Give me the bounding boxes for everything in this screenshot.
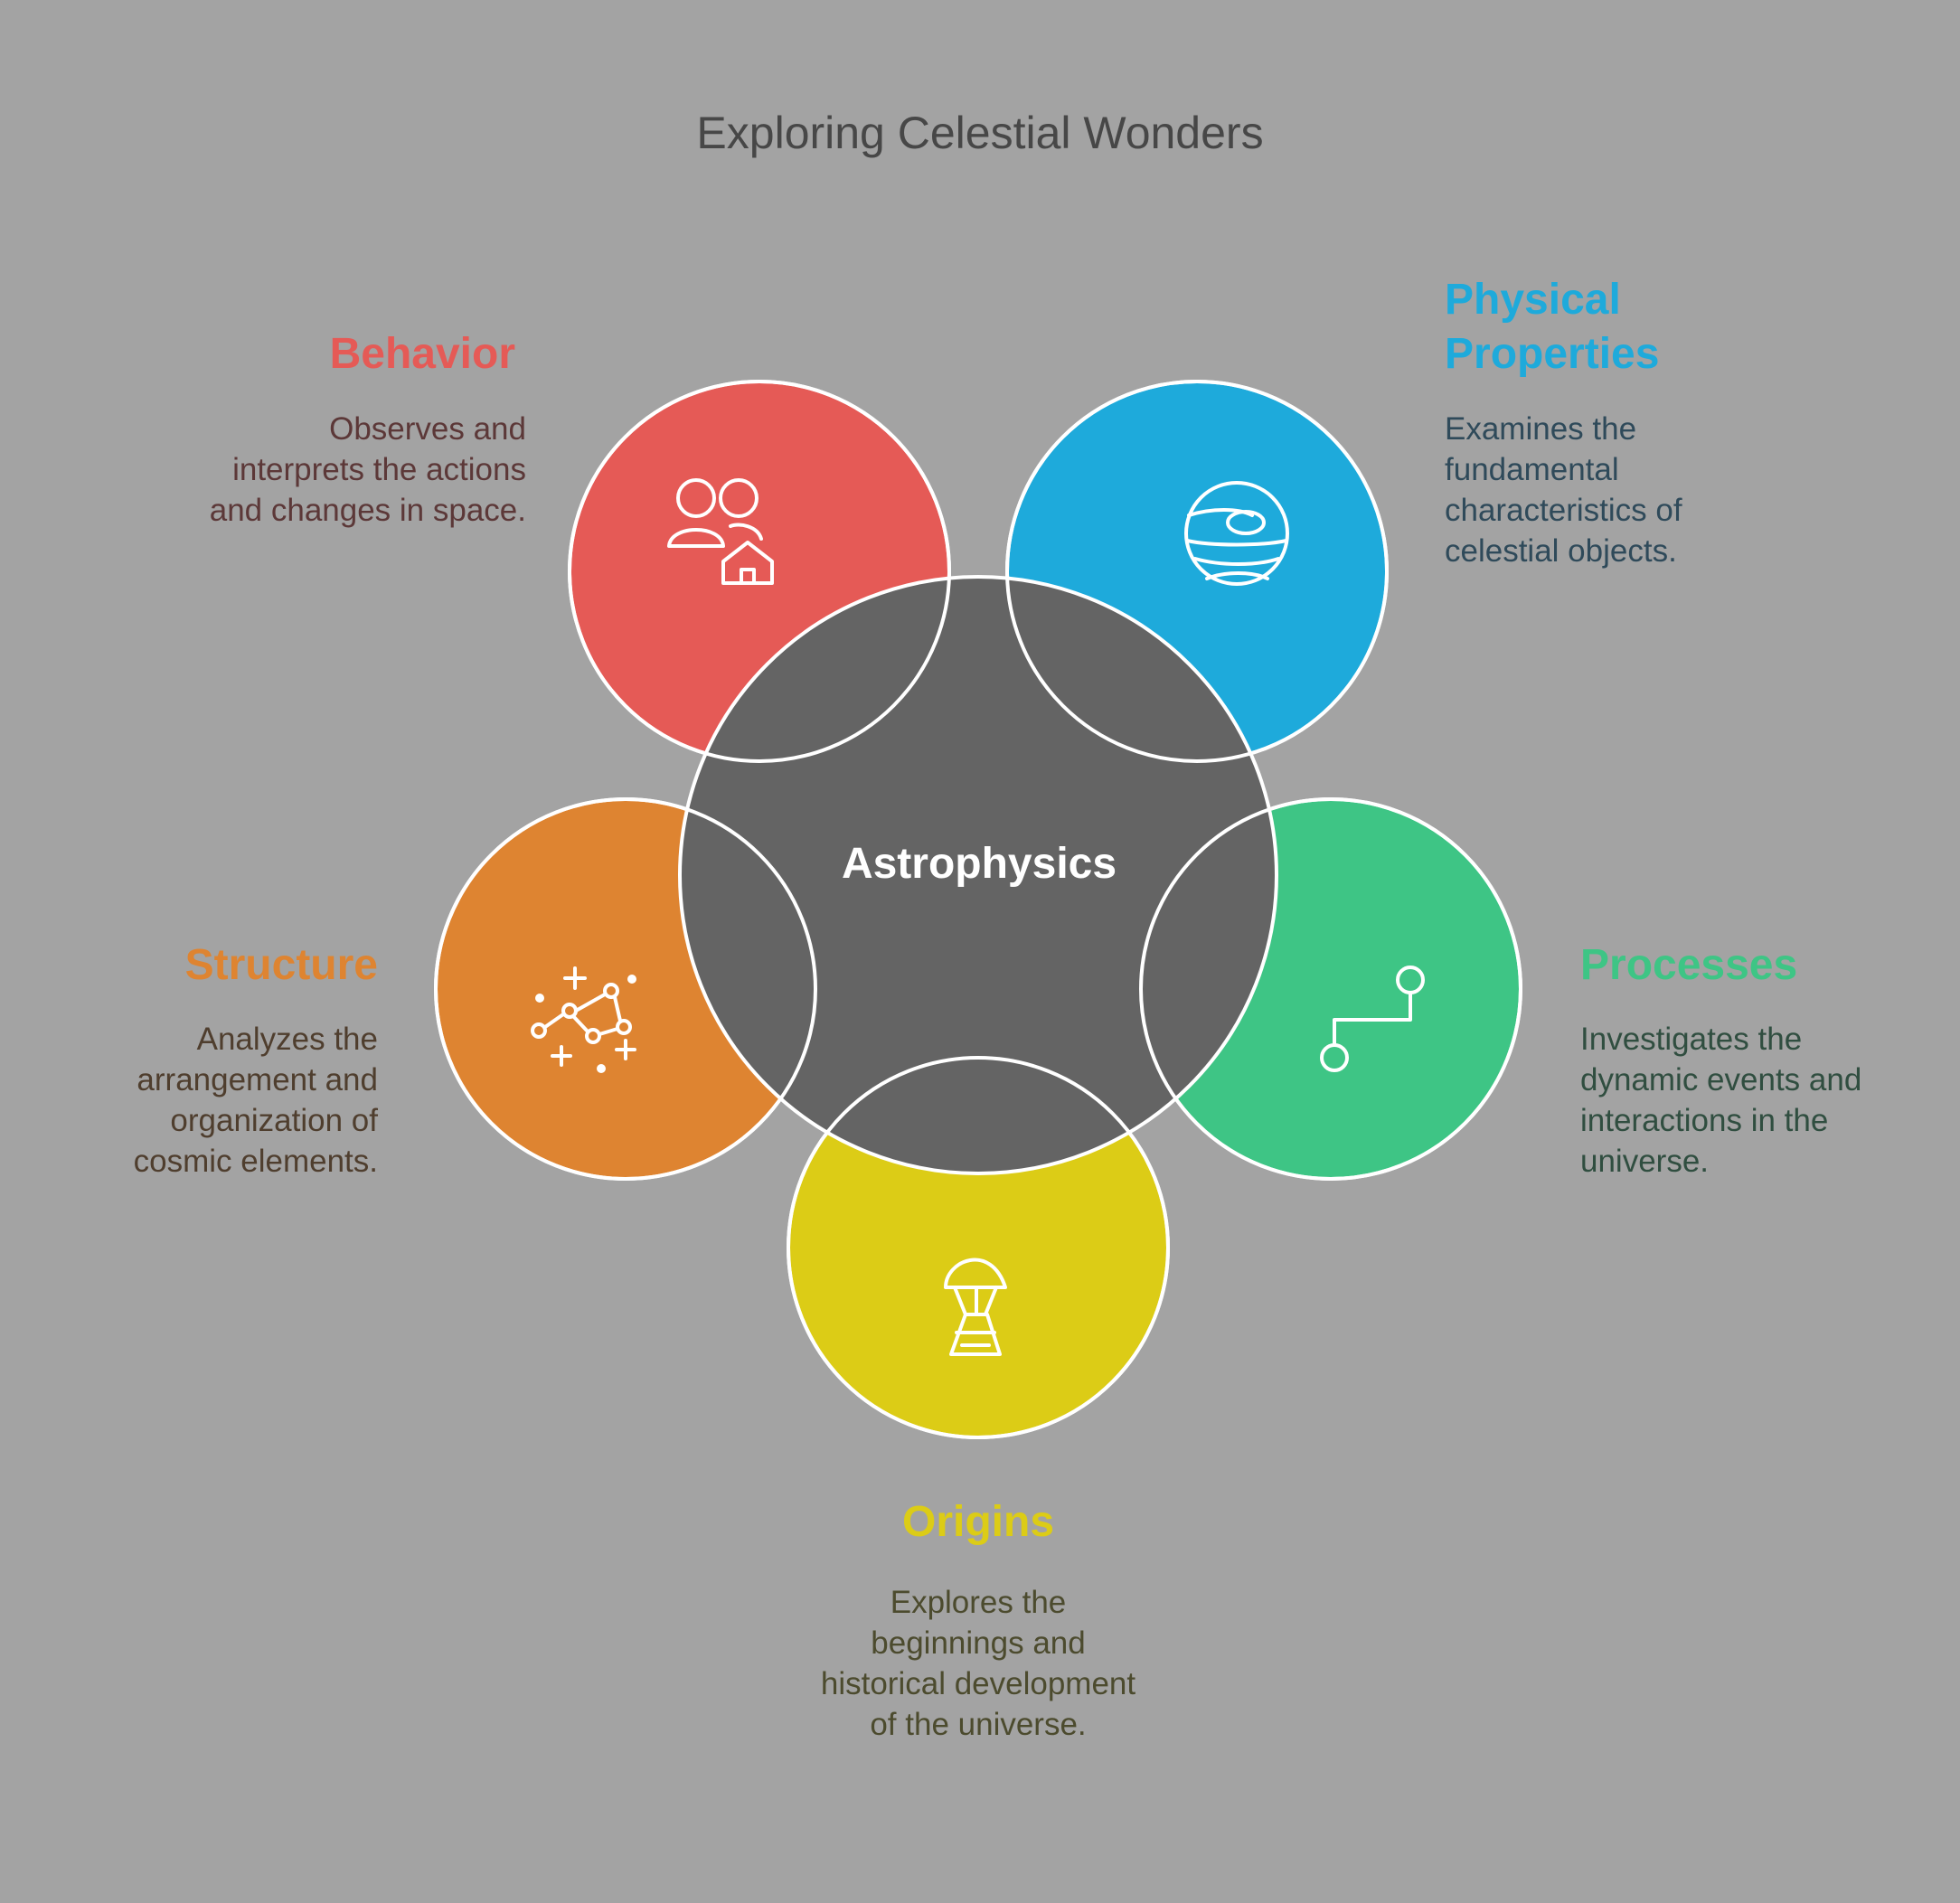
structure-description: Analyzes the arrangement and organizatio…: [133, 1022, 378, 1179]
route-icon: [1320, 966, 1425, 1072]
diagram-title: Exploring Celestial Wonders: [696, 108, 1264, 158]
structure-heading: Structure: [184, 941, 378, 989]
people-home-icon: [667, 478, 774, 585]
behavior-heading: Behavior: [329, 330, 515, 378]
processes-heading: Processes: [1580, 941, 1798, 989]
constellation-icon: [531, 966, 636, 1073]
physical-properties-heading: Physical Properties: [1445, 276, 1660, 378]
structure-overlap-outline: [434, 797, 817, 1181]
behavior-overlap-outline: [568, 380, 951, 763]
space-capsule-icon: [944, 1258, 1007, 1356]
origins-heading: Origins: [901, 1498, 1055, 1546]
behavior-description: Observes and interprets the actions and …: [209, 411, 526, 528]
processes-description: Investigates the dynamic events and inte…: [1580, 1022, 1862, 1179]
processes-overlap-outline: [1139, 797, 1522, 1181]
origins-overlap-outline: [787, 1056, 1170, 1439]
planet-icon: [1184, 481, 1289, 586]
center-label: Astrophysics: [841, 840, 1117, 888]
origins-description: Explores the beginnings and historical d…: [820, 1585, 1136, 1742]
astrophysics-center-circle[interactable]: [678, 575, 1278, 1175]
physical-properties-description: Examines the fundamental characteristics…: [1445, 411, 1682, 569]
physical-properties-overlap-outline: [1005, 380, 1389, 763]
